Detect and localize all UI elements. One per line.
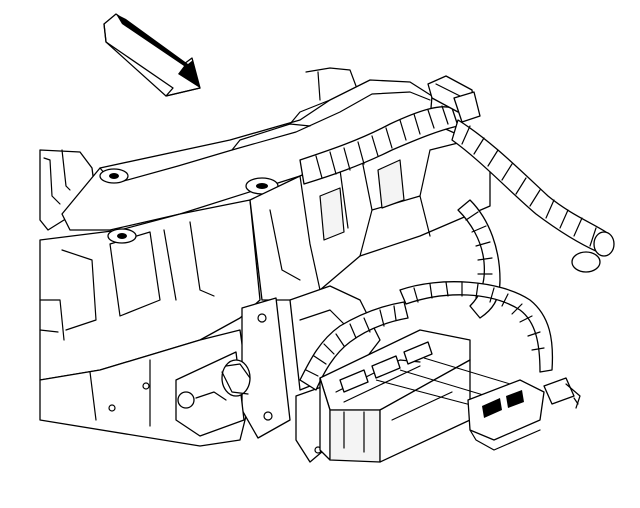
dash-frame-structure [39, 67, 491, 463]
view-direction-arrow-icon [103, 13, 201, 97]
module-assembly [319, 329, 581, 463]
wiring-harness [299, 75, 615, 391]
